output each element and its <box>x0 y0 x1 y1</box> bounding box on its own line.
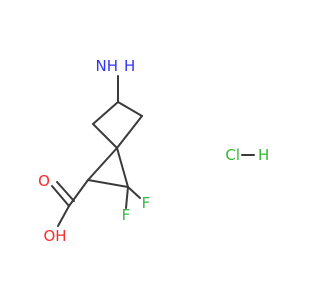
fluorine-1-label: F <box>142 194 151 212</box>
amine-h-label: H <box>124 57 135 75</box>
bond-c5-c7 <box>68 179 89 207</box>
hcl-h-label: H <box>258 146 269 164</box>
bond-c6-f1 <box>127 186 141 199</box>
fluorine-2-label: F <box>122 206 131 224</box>
carbonyl-oxygen-label: O <box>38 172 50 190</box>
hydroxyl-label: OH <box>43 227 66 245</box>
bond-c3-c4 <box>92 123 118 149</box>
bond-c2-c4 <box>116 115 143 149</box>
chlorine-label: Cl <box>225 146 240 164</box>
bond-c7-o-double-a <box>51 185 70 207</box>
bond-spiro-c5 <box>87 147 118 181</box>
bond-c1-c3 <box>92 101 119 125</box>
bond-c7-oh <box>57 205 70 227</box>
amine-label: NH <box>96 57 119 75</box>
bond-c7-o-double-b <box>56 181 75 202</box>
bond-c6-f2 <box>125 186 129 209</box>
structure-diagram: NH H O OH F F Cl H <box>38 57 269 245</box>
bond-c5-c6 <box>87 179 129 188</box>
bond-spiro-c6 <box>116 147 129 188</box>
bond-c1-c2 <box>117 101 143 117</box>
